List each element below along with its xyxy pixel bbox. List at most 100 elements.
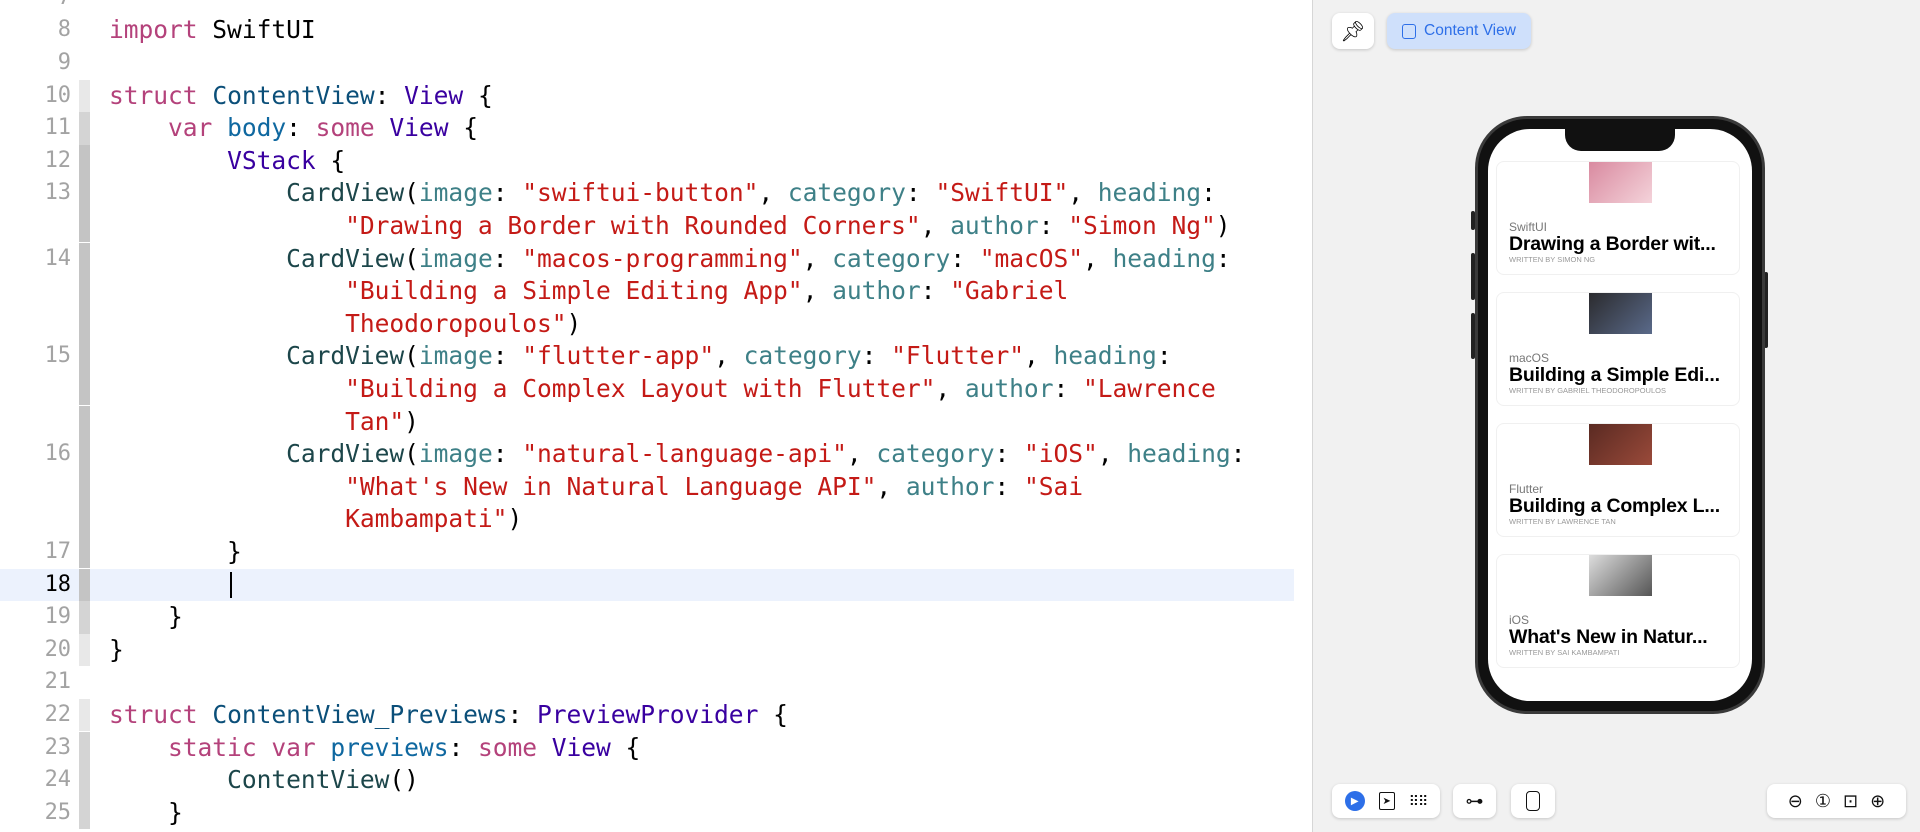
code-folding-ribbon[interactable] xyxy=(79,242,90,276)
code-token: () xyxy=(389,765,419,795)
code-folding-ribbon[interactable] xyxy=(79,731,90,765)
code-line[interactable]: 13 CardView(image: "swiftui-button", cat… xyxy=(0,177,1294,210)
line-number: 15 xyxy=(44,343,71,369)
code-line[interactable]: Tan") xyxy=(0,405,1294,439)
code-token: : xyxy=(905,178,936,208)
card-author: WRITTEN BY SIMON NG xyxy=(1509,255,1596,264)
code-line[interactable]: Kambampati") xyxy=(0,503,1294,536)
code-line[interactable]: 17 } xyxy=(0,535,1294,569)
code-token: } xyxy=(109,634,124,664)
code-line[interactable]: 15 CardView(image: "flutter-app", catego… xyxy=(0,340,1294,373)
code-token: "What's New in Natural Language API" xyxy=(345,471,877,501)
code-token xyxy=(109,244,286,273)
code-token: CardView xyxy=(286,439,405,469)
code-folding-ribbon[interactable] xyxy=(79,633,90,667)
code-line[interactable]: 21 xyxy=(0,666,1294,699)
code-line[interactable]: 24 ContentView() xyxy=(0,764,1294,797)
code-folding-ribbon[interactable] xyxy=(79,438,90,471)
code-token: , xyxy=(714,341,744,371)
code-folding-ribbon[interactable] xyxy=(79,535,90,569)
code-line[interactable]: "Drawing a Border with Rounded Corners",… xyxy=(0,209,1294,243)
card-category: iOS xyxy=(1509,613,1530,627)
code-folding-ribbon[interactable] xyxy=(79,144,90,178)
line-number: 16 xyxy=(44,441,71,467)
code-token: author xyxy=(832,276,921,306)
zoom-in-icon[interactable]: ⊕ xyxy=(1870,790,1886,811)
code-folding-ribbon[interactable] xyxy=(79,764,90,797)
code-text: "Drawing a Border with Rounded Corners",… xyxy=(109,210,1230,243)
code-folding-ribbon[interactable] xyxy=(79,209,90,243)
code-line[interactable]: 11 var body: some View { xyxy=(0,112,1294,145)
code-line[interactable]: 19 } xyxy=(0,601,1294,634)
code-token: "swiftui-button" xyxy=(522,178,759,208)
card-heading: Building a Simple Edi... xyxy=(1509,364,1720,386)
code-folding-ribbon[interactable] xyxy=(79,275,90,308)
code-folding-ribbon[interactable] xyxy=(79,307,90,341)
code-folding-ribbon[interactable] xyxy=(79,568,90,602)
code-text: CardView(image: "flutter-app", category:… xyxy=(109,340,1172,373)
variants-settings-button[interactable]: ⊶ xyxy=(1453,784,1496,818)
code-token: : xyxy=(1215,243,1231,273)
code-text: "Building a Simple Editing App", author:… xyxy=(109,275,1068,308)
code-line[interactable]: "What's New in Natural Language API", au… xyxy=(0,470,1294,504)
content-view-label: Content View xyxy=(1424,22,1516,39)
zoom-to-fit-icon[interactable]: ⊡ xyxy=(1843,790,1859,811)
code-token: : xyxy=(492,341,523,371)
zoom-out-icon[interactable]: ⊖ xyxy=(1787,790,1803,811)
code-token: : xyxy=(1230,439,1246,469)
pin-preview-button[interactable]: 📌︎ xyxy=(1332,13,1374,49)
code-token: , xyxy=(876,471,906,501)
code-folding-ribbon[interactable] xyxy=(79,470,90,504)
code-text: var body: some View { xyxy=(109,112,478,145)
selectable-mode-icon[interactable]: ➤ xyxy=(1378,792,1395,810)
code-token: View xyxy=(551,732,611,762)
content-view-button[interactable]: Content View xyxy=(1387,13,1531,49)
zoom-actual-size-icon[interactable]: ① xyxy=(1814,790,1832,811)
code-folding-ribbon[interactable] xyxy=(79,796,90,830)
line-number: 17 xyxy=(44,538,71,564)
pane-divider[interactable] xyxy=(1312,0,1313,832)
code-token: , xyxy=(1023,341,1054,371)
code-token xyxy=(109,439,286,468)
code-folding-ribbon[interactable] xyxy=(79,112,90,145)
code-token: var xyxy=(168,113,213,143)
code-folding-ribbon[interactable] xyxy=(79,372,90,406)
code-line[interactable]: 9 xyxy=(0,47,1294,80)
code-line[interactable]: 14 CardView(image: "macos-programming", … xyxy=(0,242,1294,276)
code-token: var xyxy=(271,732,316,762)
live-preview-icon[interactable]: ▶ xyxy=(1344,791,1365,811)
code-token: "Gabriel xyxy=(950,276,1069,306)
device-settings-button[interactable] xyxy=(1511,784,1555,818)
code-folding-ribbon[interactable] xyxy=(79,340,90,373)
code-token: , xyxy=(802,243,833,273)
code-token: "Building a Complex Layout with Flutter" xyxy=(345,373,936,403)
code-line[interactable]: 23 static var previews: some View { xyxy=(0,731,1294,765)
variants-grid-icon[interactable]: ⠿⠿ xyxy=(1408,792,1428,809)
code-line[interactable]: "Building a Complex Layout with Flutter"… xyxy=(0,372,1294,406)
code-folding-ribbon[interactable] xyxy=(79,405,90,439)
code-line[interactable]: "Building a Simple Editing App", author:… xyxy=(0,275,1294,308)
code-line[interactable]: 20} xyxy=(0,633,1294,667)
code-line[interactable]: 12 VStack { xyxy=(0,144,1294,178)
code-token: "Simon Ng" xyxy=(1068,210,1216,240)
code-token: ) xyxy=(507,504,523,534)
code-folding-ribbon[interactable] xyxy=(79,79,90,113)
code-line[interactable]: Theodoropoulos") xyxy=(0,307,1294,341)
code-line[interactable]: 25 } xyxy=(0,796,1294,830)
line-number: 14 xyxy=(44,245,71,271)
code-folding-ribbon[interactable] xyxy=(79,698,90,732)
code-folding-ribbon[interactable] xyxy=(79,601,90,634)
code-line[interactable]: 7 xyxy=(0,0,1294,14)
code-folding-ribbon[interactable] xyxy=(79,177,90,210)
code-token xyxy=(109,472,345,501)
code-line[interactable]: 16 CardView(image: "natural-language-api… xyxy=(0,438,1294,471)
code-folding-ribbon[interactable] xyxy=(79,503,90,536)
code-line[interactable]: 18 xyxy=(0,568,1294,602)
iphone-icon xyxy=(1526,791,1540,811)
